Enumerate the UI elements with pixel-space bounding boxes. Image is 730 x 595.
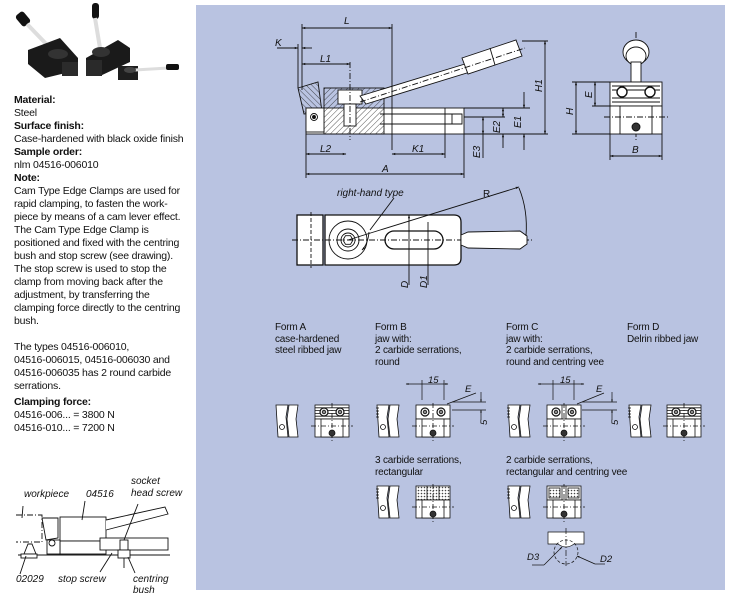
product-photo — [15, 3, 179, 80]
form-b-line: jaw with: — [375, 333, 412, 345]
form-b-title: Form B — [375, 322, 407, 333]
clamp-photo-2 — [86, 3, 130, 76]
spec-section: Material: Steel Surface finish: Case-har… — [14, 94, 192, 435]
clamp-photo-3 — [118, 64, 179, 80]
note-line: rapid clamping, to fasten the work- — [14, 198, 168, 210]
form-d-label: Form D Delrin ribbed jaw — [627, 322, 698, 345]
form-c-rect-label: 2 carbide serrations, rectangular and ce… — [506, 455, 627, 478]
form-b-line: round — [375, 356, 400, 368]
form-c-line: 2 carbide serrations, — [506, 345, 593, 356]
form-b-line: 2 carbide serrations, — [375, 345, 462, 356]
note-line: bush. — [14, 315, 39, 327]
form-c-rect-line: 2 carbide serrations, — [506, 455, 593, 466]
form-d-title: Form D — [627, 322, 660, 333]
form-a-line: steel ribbed jaw — [275, 345, 342, 356]
form-b-rect-line: rectangular — [375, 466, 423, 478]
clamping-force-value: 04516-010... = 7200 N — [14, 422, 115, 434]
form-a-title: Form A — [275, 322, 307, 333]
surface-finish-label: Surface finish: — [14, 120, 84, 132]
material-label: Material: — [14, 94, 56, 106]
clamp-photo-1 — [15, 11, 78, 78]
note-line: The stop screw is used to stop the — [14, 263, 167, 275]
types-line: serrations. — [14, 380, 61, 392]
types-line: 04516-006015, 04516-006030 and — [14, 354, 170, 366]
form-b-rect-label: 3 carbide serrations, rectangular — [375, 455, 462, 478]
sample-order-value: nlm 04516-006010 — [14, 159, 99, 171]
label-04516: 04516 — [86, 489, 114, 500]
label-stop-screw: stop screw — [58, 574, 107, 585]
surface-finish-value: Case-hardened with black oxide finish — [14, 133, 184, 145]
note-text: Cam Type Edge Clamps are used for rapid … — [14, 185, 192, 328]
label-bush: bush — [133, 585, 155, 595]
types-line: 04516-006035 has 2 round carbide — [14, 367, 172, 379]
label-centring: centring — [133, 574, 169, 585]
label-02029: 02029 — [16, 574, 44, 585]
note-line: adjustment, by transferring the — [14, 289, 150, 301]
clamping-force-value: 04516-006... = 3800 N — [14, 409, 115, 421]
label-workpiece: workpiece — [24, 489, 69, 500]
form-c-title: Form C — [506, 322, 539, 333]
form-a-label: Form A case-hardened steel ribbed jaw — [275, 322, 341, 357]
label-socket: socket — [131, 476, 161, 487]
note-line: Cam Type Edge Clamps are used for — [14, 185, 180, 197]
form-b-label: Form B jaw with: 2 carbide serrations, r… — [375, 322, 462, 368]
note-line: positioned and fixed with the centring — [14, 237, 180, 249]
note-line: piece by means of a cam lever effect. — [14, 211, 181, 223]
form-c-label: Form C jaw with: 2 carbide serrations, r… — [506, 322, 604, 368]
clamping-force-label: Clamping force: — [14, 396, 91, 408]
form-d-line: Delrin ribbed jaw — [627, 333, 699, 345]
technical-drawing-panel — [196, 5, 725, 590]
form-c-rect-line: rectangular and centring vee — [506, 466, 628, 478]
note-line: bush and stop screw (see drawing). — [14, 250, 173, 262]
form-c-line: round and centring vee — [506, 356, 604, 368]
form-b-rect-line: 3 carbide serrations, — [375, 455, 462, 466]
sample-order-label: Sample order: — [14, 146, 83, 158]
note-line: clamp from moving back after the — [14, 276, 163, 288]
note-label: Note: — [14, 172, 40, 184]
form-a-line: case-hardened — [275, 333, 340, 345]
material-value: Steel — [14, 107, 37, 119]
types-text: The types 04516-006010, 04516-006015, 04… — [14, 341, 192, 393]
types-line: The types 04516-006010, — [14, 341, 130, 353]
note-line: The Cam Type Edge Clamp is — [14, 224, 149, 236]
label-head-screw: head screw — [131, 488, 183, 499]
form-c-line: jaw with: — [506, 333, 543, 345]
note-line: clamping force directly to the centring — [14, 302, 181, 314]
